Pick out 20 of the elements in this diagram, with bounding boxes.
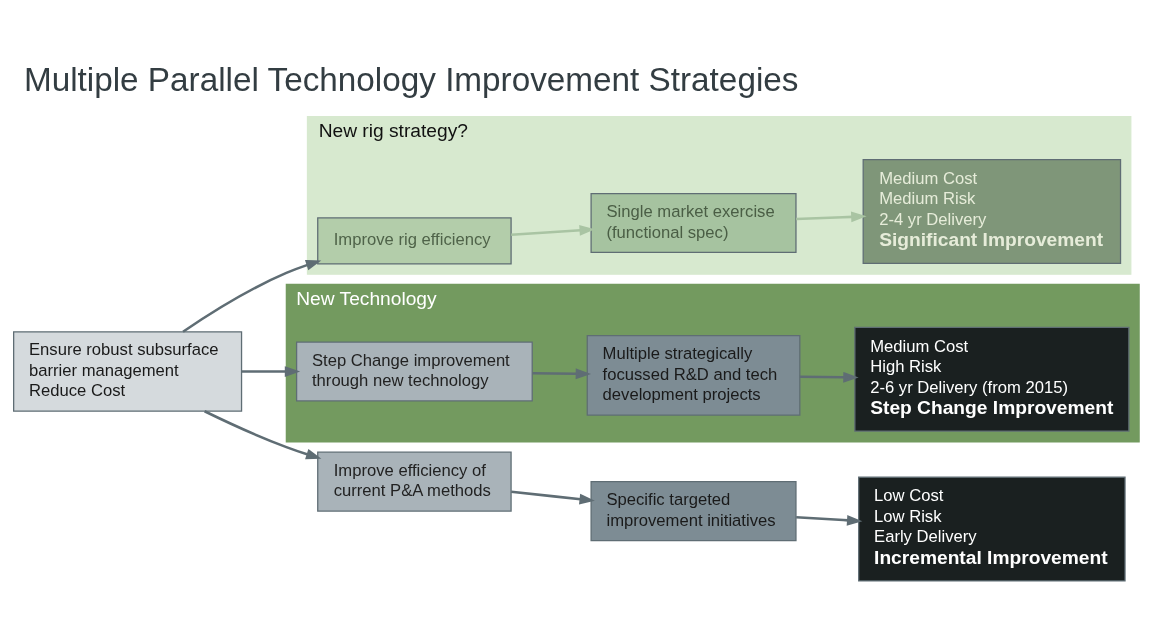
arrow xyxy=(182,260,322,333)
arrow xyxy=(532,368,592,380)
node-box: Single market exercise (functional spec) xyxy=(590,192,797,254)
node-box: Ensure robust subsurface barrier management Reduce Cost xyxy=(13,331,243,412)
node-box: Low Cost Low Risk Early Delivery Incremental Improvement xyxy=(858,476,1126,582)
arrow xyxy=(799,371,859,383)
arrow xyxy=(796,211,867,223)
arrow xyxy=(796,514,863,526)
node-box: Step Change improvement through new technology xyxy=(295,341,533,402)
node-box: Medium Cost High Risk 2-6 yr Delivery (from 2015) Step Change Improvement xyxy=(854,326,1130,432)
arrow xyxy=(204,410,322,460)
arrow xyxy=(511,224,595,236)
node-box: Specific targeted improvement initiatives xyxy=(590,481,797,542)
diagram-title: Multiple Parallel Technology Improvement Strategies xyxy=(23,60,799,98)
node-box: Medium Cost Medium Risk 2-4 yr Delivery Significant Improvement xyxy=(862,159,1122,264)
node-box: Multiple strategically focussed R&D and tech development projects xyxy=(586,335,801,416)
arrow xyxy=(241,366,301,377)
node-box: Improve efficiency of current P&A methods xyxy=(317,451,512,512)
arrow xyxy=(511,490,595,505)
node-box: Improve rig efficiency xyxy=(317,217,512,265)
